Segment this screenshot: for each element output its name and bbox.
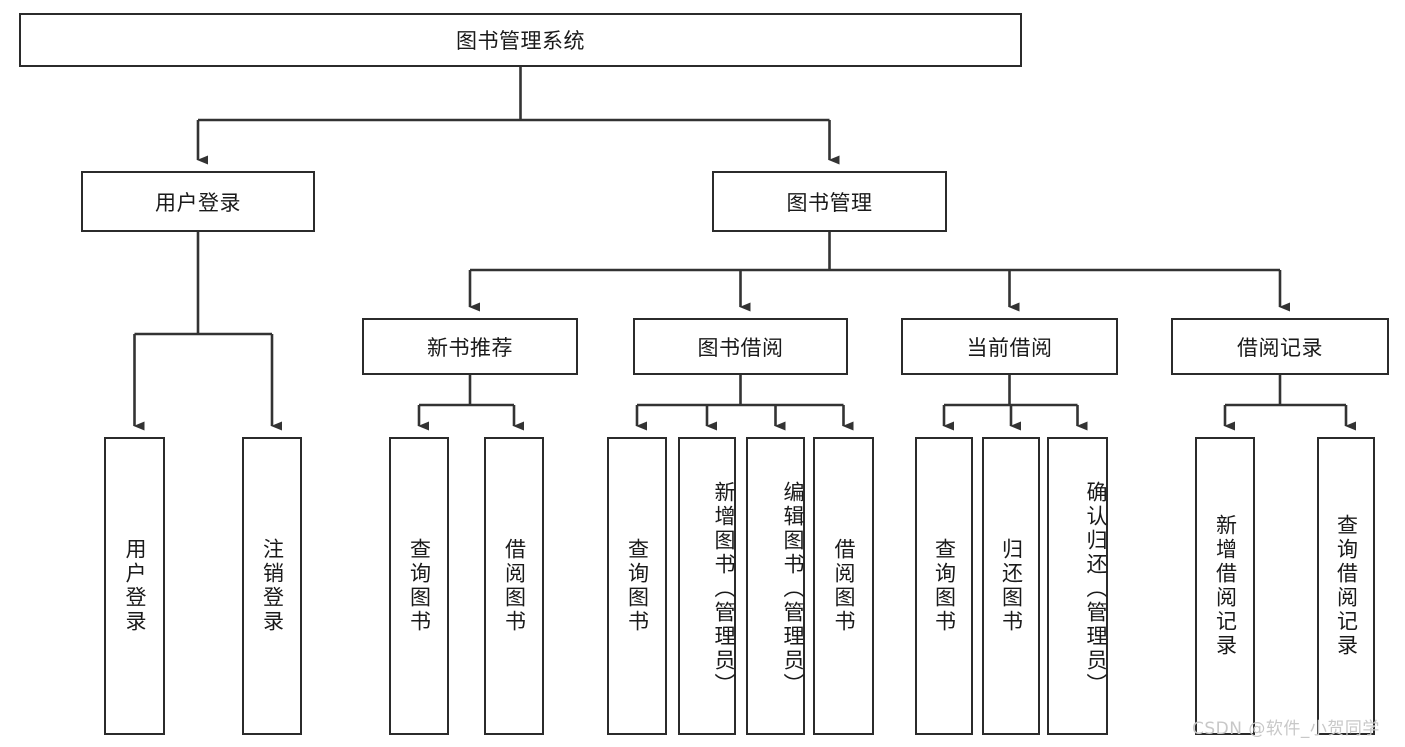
- node-label-leaf-user-logout: 注销登录: [260, 538, 285, 634]
- node-label-l-borrow-book-2: 借阅图书: [832, 538, 856, 634]
- node-leaf-user-login[interactable]: 用户登录: [104, 437, 165, 735]
- node-root[interactable]: 图书管理系统: [19, 13, 1022, 67]
- node-label-l-query-book-1: 查询图书: [407, 538, 432, 634]
- node-current-borrow[interactable]: 当前借阅: [901, 318, 1118, 375]
- node-l-query-book-2[interactable]: 查询图书: [607, 437, 667, 735]
- node-l-borrow-book-1[interactable]: 借阅图书: [484, 437, 544, 735]
- node-label-l-query-book-2: 查询图书: [625, 538, 650, 634]
- node-user-login[interactable]: 用户登录: [81, 171, 315, 232]
- node-book-borrow[interactable]: 图书借阅: [633, 318, 848, 375]
- node-leaf-user-logout[interactable]: 注销登录: [242, 437, 302, 735]
- node-label-l-query-book-3: 查询图书: [932, 538, 957, 634]
- node-label-l-confirm-return: 确认归还（管理员）: [1084, 481, 1108, 697]
- csdn-watermark: CSDN @软件_小贺同学: [1192, 719, 1380, 739]
- node-l-add-book[interactable]: 新增图书（管理员）: [678, 437, 736, 735]
- node-l-add-record[interactable]: 新增借阅记录: [1195, 437, 1255, 735]
- node-l-confirm-return[interactable]: 确认归还（管理员）: [1047, 437, 1108, 735]
- node-label-user-login: 用户登录: [155, 190, 241, 215]
- node-label-l-return-book: 归还图书: [999, 538, 1024, 634]
- node-label-l-borrow-book-1: 借阅图书: [502, 538, 527, 634]
- node-l-query-book-1[interactable]: 查询图书: [389, 437, 449, 735]
- node-label-l-add-record: 新增借阅记录: [1213, 514, 1238, 658]
- node-label-book-borrow: 图书借阅: [697, 335, 784, 360]
- node-label-borrow-record: 借阅记录: [1237, 335, 1323, 360]
- node-label-leaf-user-login: 用户登录: [123, 538, 147, 634]
- node-l-borrow-book-2[interactable]: 借阅图书: [813, 437, 874, 735]
- node-l-query-book-3[interactable]: 查询图书: [915, 437, 973, 735]
- node-book-manage[interactable]: 图书管理: [712, 171, 947, 232]
- node-label-l-edit-book: 编辑图书（管理员）: [781, 481, 805, 697]
- node-l-return-book[interactable]: 归还图书: [982, 437, 1040, 735]
- node-label-book-manage: 图书管理: [786, 190, 873, 215]
- node-label-new-book-rec: 新书推荐: [427, 335, 513, 360]
- node-label-l-add-book: 新增图书（管理员）: [712, 481, 736, 697]
- node-l-query-record[interactable]: 查询借阅记录: [1317, 437, 1375, 735]
- node-label-l-query-record: 查询借阅记录: [1334, 514, 1359, 658]
- node-borrow-record[interactable]: 借阅记录: [1171, 318, 1389, 375]
- node-label-current-borrow: 当前借阅: [966, 335, 1053, 360]
- node-label-root: 图书管理系统: [456, 29, 585, 53]
- node-l-edit-book[interactable]: 编辑图书（管理员）: [746, 437, 805, 735]
- node-new-book-rec[interactable]: 新书推荐: [362, 318, 578, 375]
